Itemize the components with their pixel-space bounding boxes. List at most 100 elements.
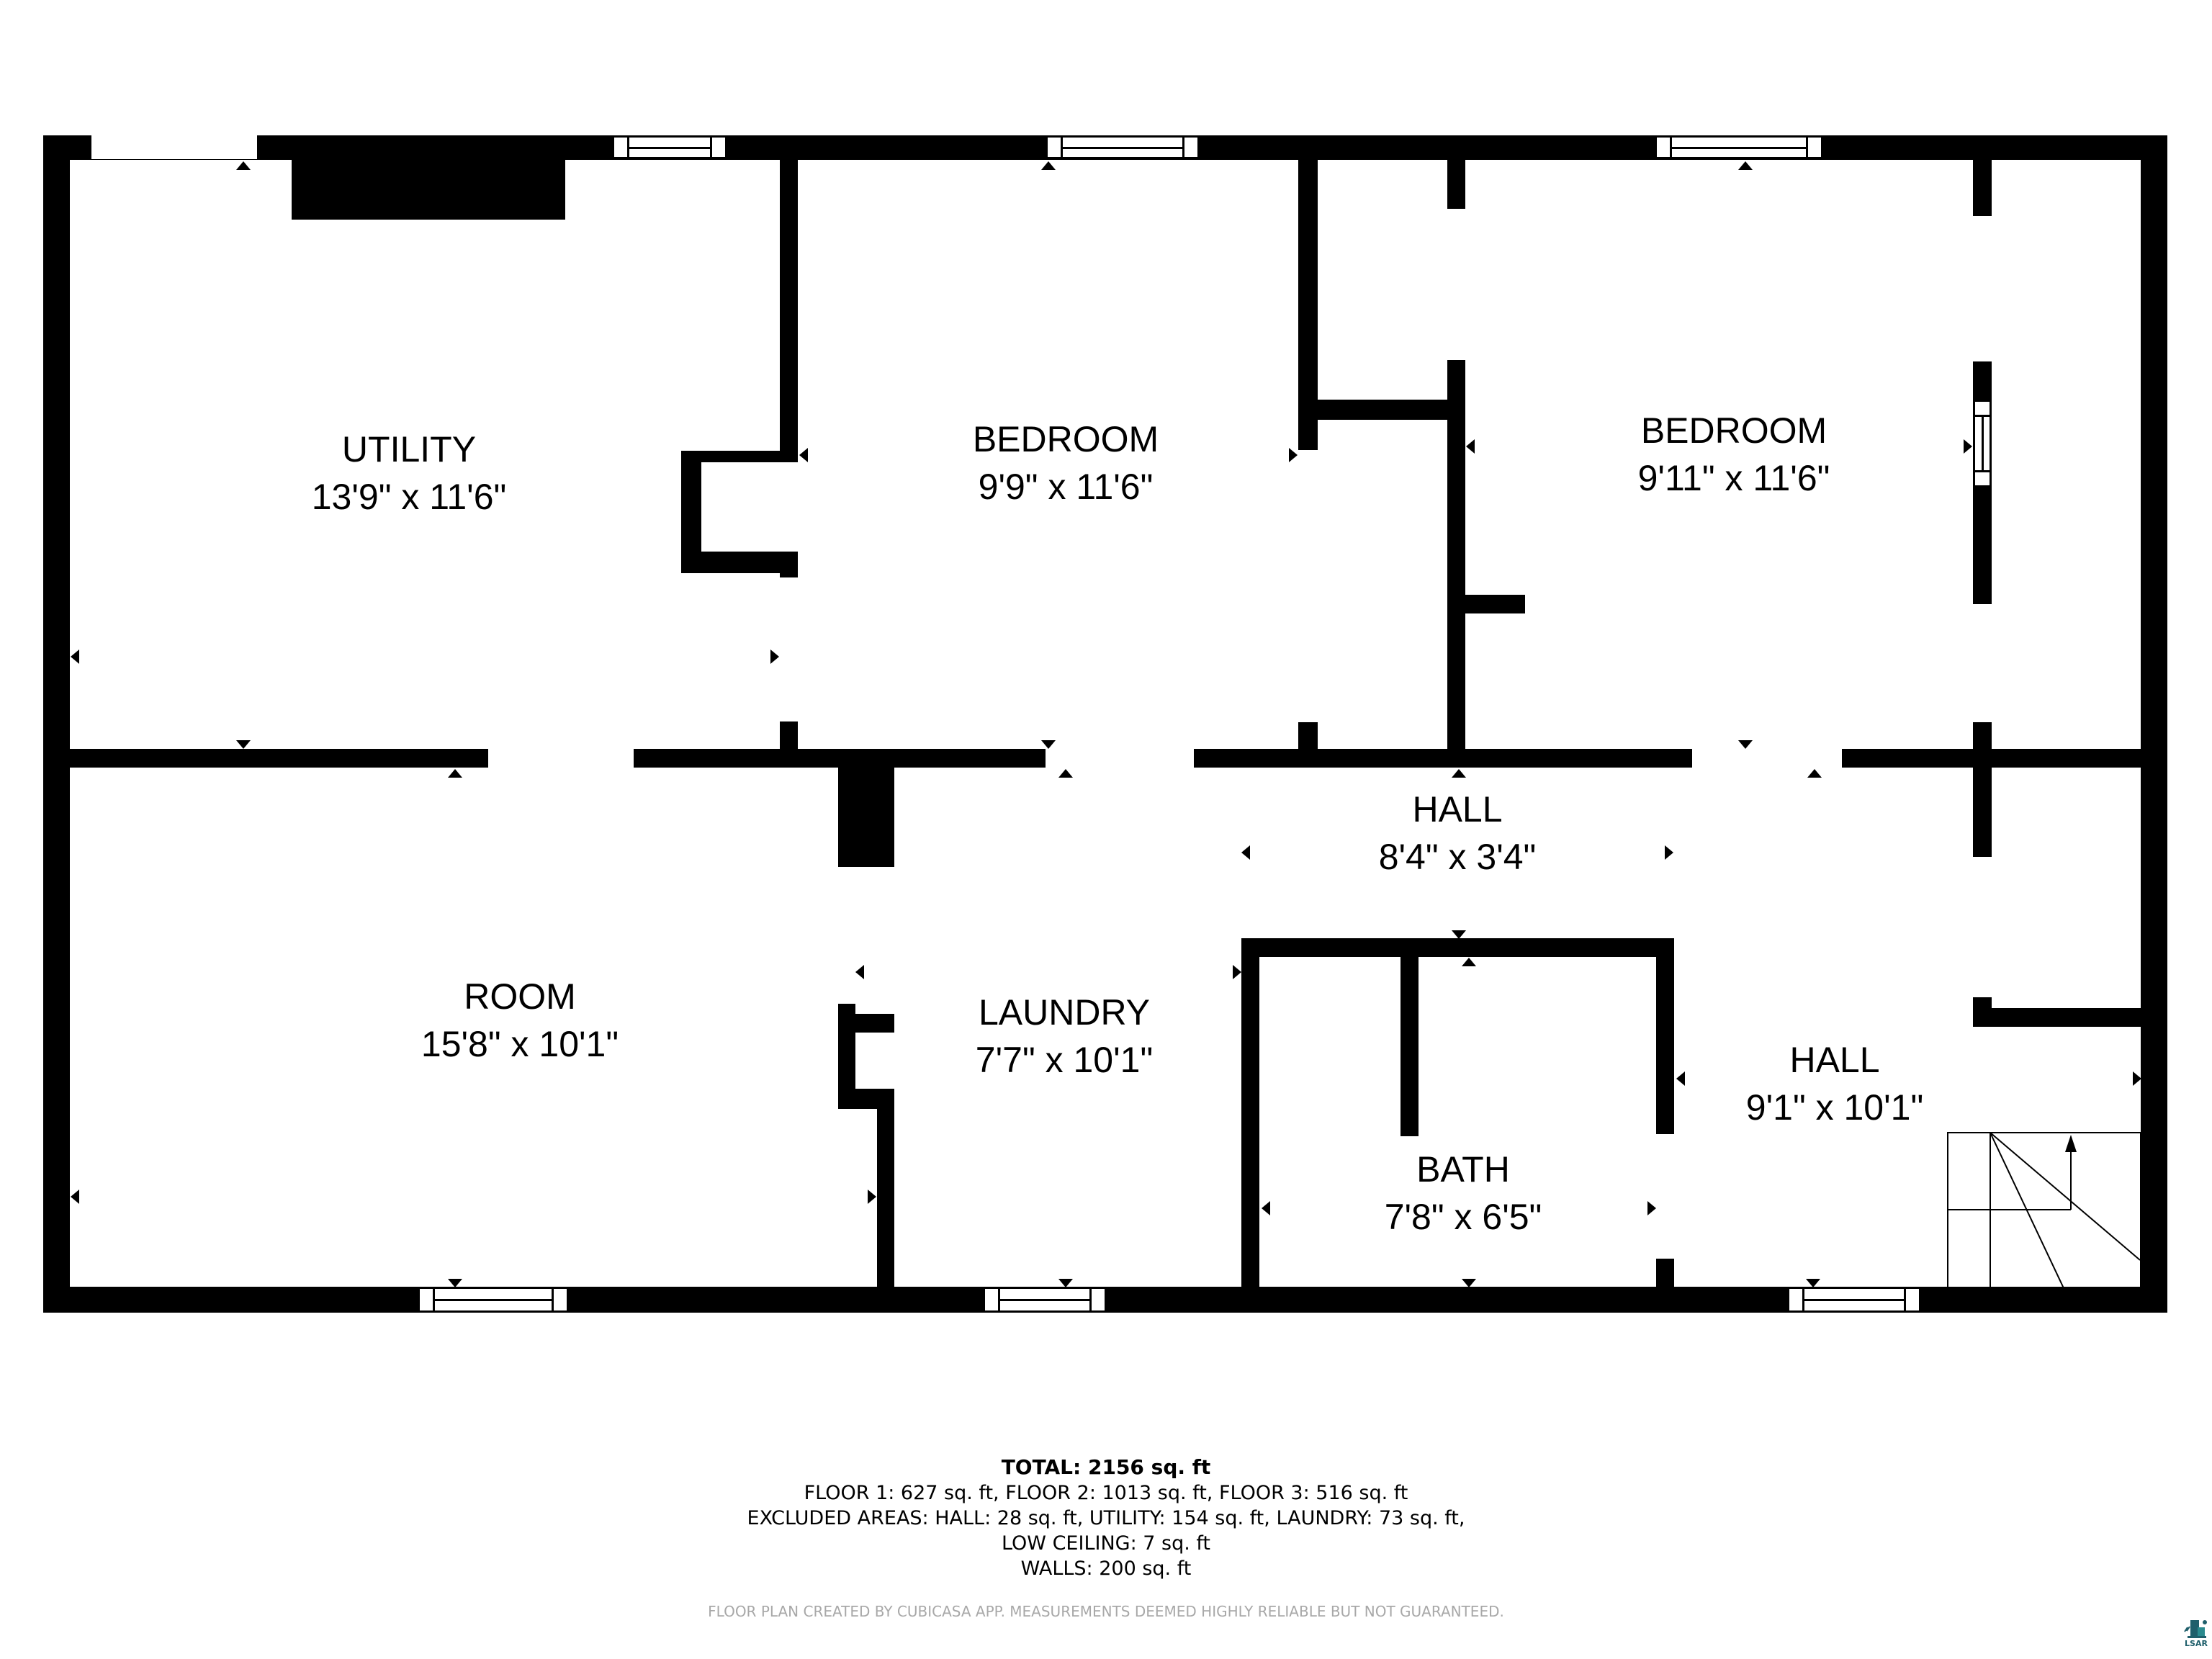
low-ceiling-area: LOW CEILING: 7 sq. ft	[1001, 1532, 1211, 1555]
room-name: ROOM	[464, 976, 576, 1017]
room-label-laundry: LAUNDRY 7'7" x 10'1"	[976, 989, 1153, 1084]
dim-marker	[71, 1190, 79, 1204]
room-dimensions: 9'9" x 11'6"	[978, 467, 1154, 507]
room-label-utility: UTILITY 13'9" x 11'6"	[312, 426, 507, 521]
lsar-logo: LSAR	[2182, 1617, 2211, 1658]
window-hall-bottom	[1787, 1287, 1921, 1313]
laundry-block-top	[838, 768, 894, 867]
middle-wall-segment-1	[43, 749, 488, 768]
dim-marker	[1058, 769, 1073, 778]
room-label-bedroom-2: BEDROOM 9'11" x 11'6"	[1638, 408, 1830, 503]
bedroom2-right-wall-bottom	[1973, 722, 1992, 768]
dim-marker	[448, 1279, 462, 1287]
outer-wall-left	[43, 135, 70, 1313]
room-name: HALL	[1412, 789, 1503, 830]
dim-marker	[799, 448, 808, 462]
room-label-hall-lower: HALL 9'1" x 10'1"	[1746, 1037, 1923, 1132]
dim-marker	[448, 769, 462, 778]
utility-top-opening	[91, 135, 257, 159]
closet-divider	[1298, 400, 1465, 420]
chimney-box-bottom	[681, 552, 798, 573]
room-label-bath: BATH 7'8" x 6'5"	[1385, 1146, 1542, 1241]
room-label-hall-upper: HALL 8'4" x 3'4"	[1379, 786, 1537, 881]
window-bedroom2-side	[1973, 400, 1992, 487]
dim-marker	[1041, 161, 1056, 170]
room-name: HALL	[1789, 1040, 1880, 1080]
dim-marker	[1058, 1279, 1073, 1287]
closet-bedroom2-wall-mid	[1447, 360, 1465, 768]
room-label-room: ROOM 15'8" x 10'1"	[421, 974, 619, 1069]
window-utility-top	[612, 135, 727, 159]
bedroom1-closet-wall-lower	[1298, 722, 1318, 768]
area-summary: TOTAL: 2156 sq. ft FLOOR 1: 627 sq. ft, …	[0, 1455, 2212, 1581]
dim-marker	[1738, 740, 1753, 749]
room-dimensions: 9'11" x 11'6"	[1637, 458, 1830, 498]
bedroom2-stub-wall	[1447, 595, 1525, 613]
dim-marker	[1806, 1279, 1820, 1287]
room-dimensions: 8'4" x 3'4"	[1378, 837, 1537, 877]
dim-marker	[1289, 448, 1298, 462]
hall-closet-bottom-wall	[1973, 1008, 2149, 1027]
room-dimensions: 7'8" x 6'5"	[1384, 1197, 1542, 1237]
dim-marker	[1738, 161, 1753, 170]
dim-marker	[1241, 845, 1250, 860]
room-name: LAUNDRY	[978, 992, 1151, 1033]
dim-marker	[236, 161, 251, 170]
bath-top-wall	[1241, 938, 1673, 957]
dim-marker	[770, 649, 779, 664]
room-dimensions: 15'8" x 10'1"	[421, 1024, 619, 1064]
room-dimensions: 13'9" x 11'6"	[311, 477, 507, 517]
chimney-box-right-stub	[780, 552, 798, 577]
room-dimensions: 7'7" x 10'1"	[975, 1040, 1154, 1080]
total-area: TOTAL: 2156 sq. ft	[1001, 1455, 1211, 1479]
dim-marker	[1233, 965, 1241, 979]
floor-areas: FLOOR 1: 627 sq. ft, FLOOR 2: 1013 sq. f…	[804, 1482, 1408, 1504]
dim-marker	[1452, 930, 1466, 939]
hall-closet-wall-upper	[1973, 768, 1992, 857]
dim-marker	[1964, 439, 1972, 454]
dim-marker	[1262, 1201, 1270, 1215]
window-laundry-bottom	[983, 1287, 1107, 1313]
dim-marker	[1647, 1201, 1656, 1215]
disclaimer-text: FLOOR PLAN CREATED BY CUBICASA APP. MEAS…	[708, 1603, 1504, 1620]
stairs-icon	[1947, 1132, 2141, 1289]
dim-marker	[1041, 740, 1056, 749]
window-bedroom2-top	[1655, 135, 1823, 159]
dim-marker	[2133, 1071, 2141, 1086]
middle-wall-segment-4	[1842, 749, 2167, 768]
logo-text: LSAR	[2185, 1639, 2208, 1648]
dim-marker	[71, 649, 79, 664]
dim-marker	[855, 965, 864, 979]
walls-area: WALLS: 200 sq. ft	[1020, 1557, 1192, 1580]
dim-marker	[1665, 845, 1673, 860]
dim-marker	[1807, 769, 1822, 778]
room-label-bedroom-1: BEDROOM 9'9" x 11'6"	[973, 416, 1159, 511]
utility-bedroom-wall-upper	[780, 155, 798, 451]
realtor-buildings-icon	[2184, 1620, 2207, 1638]
room-name: BATH	[1416, 1149, 1510, 1190]
room-laundry-wall-lower	[877, 1089, 894, 1305]
room-name: BEDROOM	[1640, 410, 1827, 451]
dim-marker	[1676, 1071, 1685, 1086]
window-room-bottom	[418, 1287, 569, 1313]
low-ceiling-block	[292, 155, 565, 220]
dim-marker	[1462, 958, 1476, 966]
bath-right-wall-lower	[1656, 1259, 1674, 1295]
bath-right-wall-upper	[1656, 938, 1674, 1134]
utility-bedroom-wall-lower	[780, 721, 798, 768]
room-name: BEDROOM	[972, 419, 1159, 459]
room-name: UTILITY	[341, 429, 477, 469]
excluded-areas: EXCLUDED AREAS: HALL: 28 sq. ft, UTILITY…	[747, 1507, 1465, 1529]
chimney-box-top	[681, 451, 798, 462]
window-bedroom1-top	[1046, 135, 1200, 159]
dim-marker	[236, 740, 251, 749]
room-dimensions: 9'1" x 10'1"	[1745, 1087, 1924, 1128]
dim-marker	[1462, 1279, 1476, 1287]
middle-wall-segment-3	[1194, 749, 1692, 768]
bath-inner-wall	[1401, 950, 1419, 1136]
laundry-notch	[838, 1014, 894, 1033]
dim-marker	[1452, 769, 1466, 778]
dim-marker	[1466, 439, 1475, 454]
closet-bedroom2-wall-top	[1447, 155, 1465, 209]
